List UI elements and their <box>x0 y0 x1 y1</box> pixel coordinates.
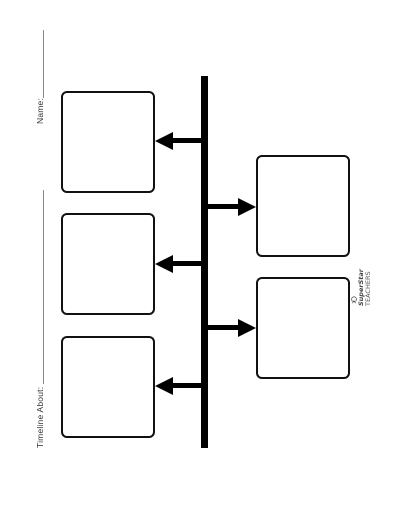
publisher-logo: SuperStar TEACHERS <box>350 260 376 306</box>
arrow-left-icon <box>155 377 173 395</box>
timeline-entry-box-5[interactable] <box>256 277 350 379</box>
timeline-about-write-line <box>43 190 44 384</box>
name-label: Name: <box>35 97 45 124</box>
timeline-entry-box-4[interactable] <box>256 155 350 257</box>
timeline-entry-box-3[interactable] <box>61 336 155 438</box>
arrow-left-icon <box>155 132 173 150</box>
timeline-spine <box>201 76 208 448</box>
arrow-right-icon <box>238 319 256 337</box>
arrow-right-icon <box>238 198 256 216</box>
arrow-shaft <box>172 138 202 143</box>
logo-subtitle: TEACHERS <box>363 271 372 306</box>
arrow-shaft <box>207 204 239 209</box>
arrow-shaft <box>172 383 202 388</box>
logo-text: SuperStar TEACHERS <box>357 269 372 306</box>
arrow-shaft <box>172 261 202 266</box>
star-teacher-icon <box>351 296 357 304</box>
arrow-shaft <box>207 325 239 330</box>
timeline-entry-box-1[interactable] <box>61 91 155 193</box>
arrow-left-icon <box>155 255 173 273</box>
timeline-entry-box-2[interactable] <box>61 213 155 315</box>
name-write-line <box>43 30 44 98</box>
timeline-about-label: Timeline About: <box>35 386 45 448</box>
